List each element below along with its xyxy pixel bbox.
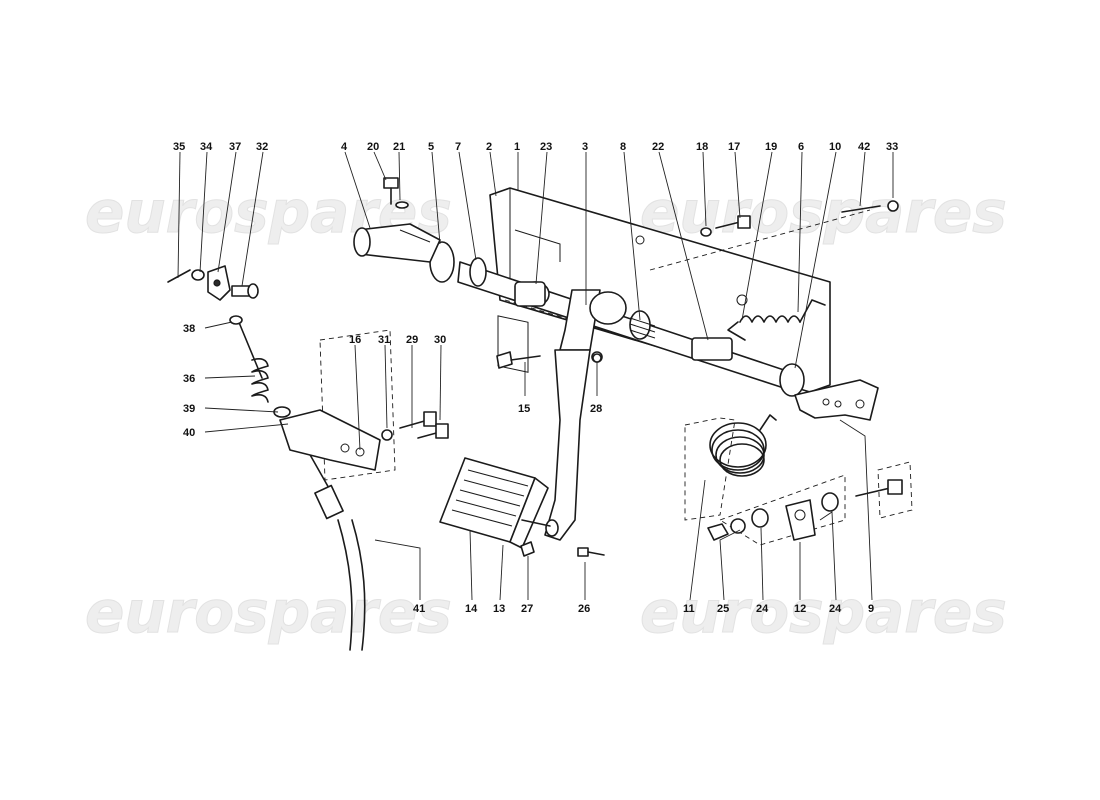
callout-10: 10	[829, 141, 841, 153]
watermark-top-right: eurospares	[640, 178, 1007, 246]
callout-20: 20	[367, 141, 379, 153]
spring-bracket-set	[707, 474, 846, 546]
coil-spring	[684, 414, 777, 521]
bolt-20	[383, 177, 409, 209]
small-fasteners	[520, 353, 605, 557]
callout-32: 32	[256, 141, 268, 153]
callout-40: 40	[183, 427, 195, 439]
callout-12: 12	[794, 603, 806, 615]
callout-14: 14	[465, 603, 478, 615]
leader-lines	[177, 151, 894, 601]
callout-39: 39	[183, 403, 195, 415]
callout-9: 9	[868, 603, 874, 615]
callout-labels: 35 34 37 32 4 20 21 5 7 2 1 23 3 8 22 18…	[173, 141, 898, 615]
sleeve-22	[691, 337, 733, 361]
callout-7: 7	[455, 141, 461, 153]
callout-41: 41	[413, 603, 425, 615]
callout-29: 29	[406, 334, 418, 346]
callout-28: 28	[590, 403, 602, 415]
callout-13: 13	[493, 603, 505, 615]
bracket-4	[353, 223, 441, 263]
bolt-15	[496, 351, 541, 369]
callout-2: 2	[486, 141, 492, 153]
callout-37: 37	[229, 141, 241, 153]
callout-30: 30	[434, 334, 446, 346]
callout-3: 3	[582, 141, 588, 153]
pedal-arm	[544, 289, 627, 541]
callout-31: 31	[378, 334, 390, 346]
bolt-17	[700, 215, 751, 237]
pin-42	[841, 200, 899, 213]
bracket-bolts	[381, 411, 449, 441]
callout-5: 5	[428, 141, 434, 153]
callout-19: 19	[765, 141, 777, 153]
callout-1: 1	[514, 141, 520, 153]
ring-10	[779, 363, 805, 397]
cable-bracket	[279, 329, 396, 481]
callout-4: 4	[341, 141, 348, 153]
callout-23: 23	[540, 141, 552, 153]
callout-36: 36	[183, 373, 195, 385]
callout-34: 34	[200, 141, 213, 153]
callout-27: 27	[521, 603, 533, 615]
lever-arm	[794, 379, 879, 421]
callout-17: 17	[728, 141, 740, 153]
pedal-pad	[439, 457, 551, 549]
callout-24-right: 24	[829, 603, 842, 615]
callout-35: 35	[173, 141, 185, 153]
callout-26: 26	[578, 603, 590, 615]
callout-25: 25	[717, 603, 729, 615]
watermark-bottom-right: eurospares	[640, 578, 1007, 646]
callout-6: 6	[798, 141, 804, 153]
callout-38: 38	[183, 323, 195, 335]
callout-15: 15	[518, 403, 530, 415]
right-bolt	[855, 461, 913, 519]
callout-21: 21	[393, 141, 405, 153]
callout-24-left: 24	[756, 603, 769, 615]
bush-7	[469, 257, 487, 287]
pedal-shaft	[429, 241, 805, 397]
callout-16: 16	[349, 334, 361, 346]
callout-33: 33	[886, 141, 898, 153]
callout-22: 22	[652, 141, 664, 153]
callout-8: 8	[620, 141, 626, 153]
callout-11: 11	[683, 603, 695, 615]
watermark-bottom-left: eurospares	[85, 578, 452, 646]
callout-42: 42	[858, 141, 870, 153]
callout-18: 18	[696, 141, 708, 153]
return-spring	[727, 299, 826, 341]
clevis-assembly	[167, 265, 259, 301]
